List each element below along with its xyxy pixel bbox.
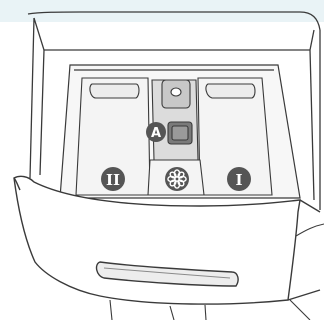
label-marker-a: A bbox=[146, 122, 166, 142]
background-top bbox=[0, 0, 324, 22]
prewash-label: I bbox=[235, 171, 242, 189]
marker-a-label: A bbox=[151, 126, 161, 141]
main-wash-label: II bbox=[106, 171, 120, 189]
label-softener bbox=[165, 167, 189, 191]
dispenser-cap bbox=[171, 88, 181, 96]
label-prewash: I bbox=[227, 167, 251, 191]
label-main-wash: II bbox=[101, 167, 125, 191]
